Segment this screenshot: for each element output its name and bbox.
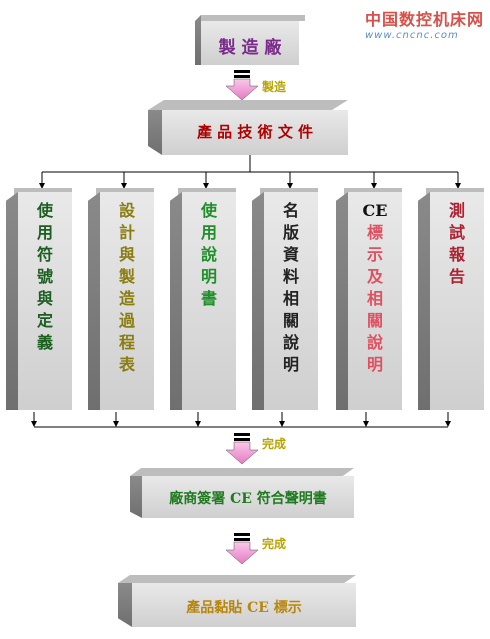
watermark: 中国数控机床网 www.cncnc.com — [365, 6, 484, 41]
tech-docs-box: 產 品 技 術 文 件 — [148, 100, 348, 155]
document-char: 試 — [448, 223, 465, 242]
document-column: 使用符號與定義 — [6, 188, 72, 410]
document-char: 告 — [448, 267, 465, 286]
document-char: 示 — [366, 245, 383, 264]
watermark-title: 中国数控机床网 — [364, 10, 484, 29]
document-char: 程 — [118, 333, 135, 352]
down-arrow-icon — [225, 533, 259, 565]
manufacturer-box: 製 造 廠 — [195, 15, 305, 65]
document-char: 說 — [282, 333, 299, 352]
document-char: 計 — [118, 223, 135, 242]
document-char: 用 — [200, 223, 217, 242]
document-char: 標 — [366, 223, 383, 242]
arrow-label-complete-2: 完成 — [262, 537, 287, 551]
document-char: 表 — [118, 355, 135, 374]
document-char: 義 — [36, 333, 53, 352]
document-char: 使 — [200, 201, 217, 220]
document-char: 與 — [118, 245, 135, 264]
document-char: 與 — [36, 289, 53, 308]
document-char: 明 — [282, 355, 299, 374]
tech-docs-label: 產 品 技 術 文 件 — [196, 123, 314, 141]
arrow-label-complete-1: 完成 — [262, 437, 287, 451]
document-char: 過 — [118, 311, 135, 330]
down-arrow-icon — [225, 70, 259, 101]
document-char: 使 — [36, 201, 53, 220]
document-char: 名 — [282, 201, 299, 220]
document-char: 書 — [200, 289, 217, 308]
document-char: 設 — [118, 201, 135, 220]
document-char: 相 — [366, 289, 383, 308]
declaration-label: 廠商簽署 CE 符合聲明書 — [169, 491, 327, 507]
document-char: 報 — [448, 245, 465, 264]
document-char: 資 — [282, 245, 299, 264]
ce-marking-box: 產品黏貼 CE 標示 — [118, 575, 356, 627]
document-char: 相 — [282, 289, 299, 308]
document-column: 名版資料相關說明 — [252, 188, 318, 410]
ce-marking-label: 產品黏貼 CE 標示 — [186, 600, 302, 616]
document-char: 說 — [200, 245, 217, 264]
watermark-url: www.cncnc.com — [364, 30, 459, 41]
document-char: 測 — [448, 201, 465, 220]
document-char: 關 — [366, 311, 383, 330]
document-char: 定 — [36, 311, 53, 330]
document-char: 料 — [282, 267, 299, 286]
document-char: CE — [362, 201, 388, 220]
document-column: 使用說明書 — [170, 188, 236, 410]
document-char: 版 — [282, 223, 299, 242]
manufacturer-label: 製 造 廠 — [218, 38, 282, 58]
declaration-box: 廠商簽署 CE 符合聲明書 — [130, 468, 354, 518]
document-char: 明 — [200, 267, 217, 286]
document-column: 測試報告 — [418, 188, 484, 410]
document-char: 製 — [118, 267, 135, 286]
document-char: 明 — [366, 355, 383, 374]
document-char: 用 — [36, 223, 53, 242]
down-arrow-icon — [225, 433, 259, 465]
document-char: 關 — [282, 311, 299, 330]
document-char: 及 — [366, 267, 383, 286]
document-char: 說 — [366, 333, 383, 352]
document-column: 設計與製造過程表 — [88, 188, 154, 410]
arrow-label-manufacture: 製造 — [262, 80, 287, 94]
document-char: 造 — [118, 289, 135, 308]
document-column: CE 標示及相關說明 — [336, 188, 402, 410]
document-char: 號 — [36, 267, 53, 286]
document-char: 符 — [36, 245, 53, 264]
